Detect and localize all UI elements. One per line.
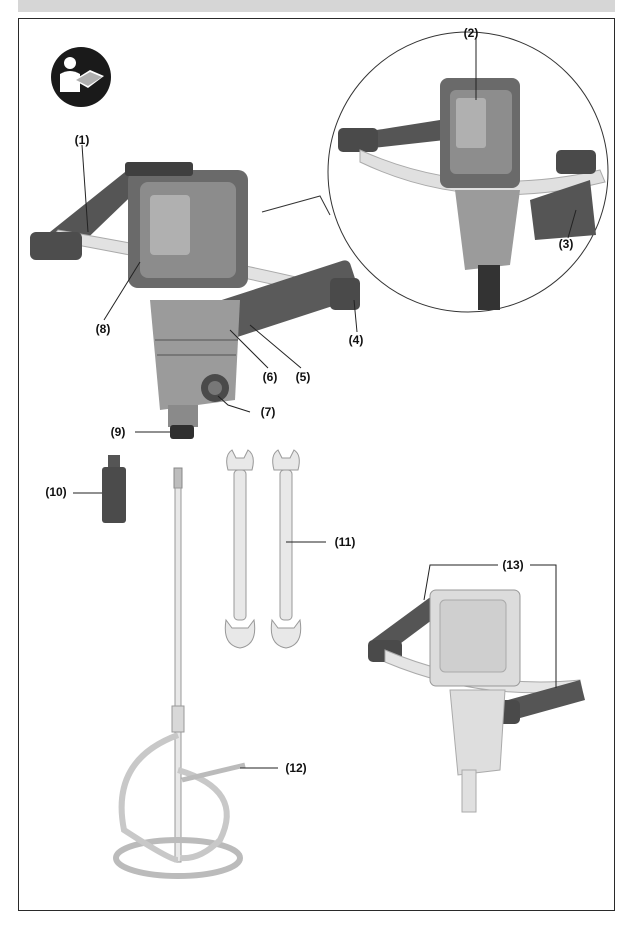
mixing-paddle: [113, 467, 246, 879]
zoom-pointer: [261, 195, 331, 216]
figure-frame: [18, 18, 615, 911]
label-7: (7): [260, 405, 276, 419]
label-3: (3): [558, 237, 574, 251]
main-mixer: [30, 162, 360, 439]
label-10: (10): [45, 485, 67, 499]
zoom-mixer: [338, 78, 606, 310]
label-5: (5): [295, 370, 311, 384]
read-manual-icon: [51, 47, 111, 107]
open-end-wrenches: [224, 449, 302, 649]
header-bar: [18, 0, 615, 12]
label-6: (6): [262, 370, 278, 384]
small-mixer: [368, 589, 585, 813]
leader-lines: [73, 38, 577, 769]
zoom-circle: [327, 31, 609, 313]
label-2: (2): [463, 26, 479, 40]
label-8: (8): [95, 322, 111, 336]
label-4: (4): [348, 333, 364, 347]
label-1: (1): [74, 133, 90, 147]
label-12: (12): [285, 761, 307, 775]
label-13: (13): [502, 558, 524, 572]
grease-tube: [102, 455, 126, 523]
label-9: (9): [110, 425, 126, 439]
label-11: (11): [334, 535, 356, 549]
